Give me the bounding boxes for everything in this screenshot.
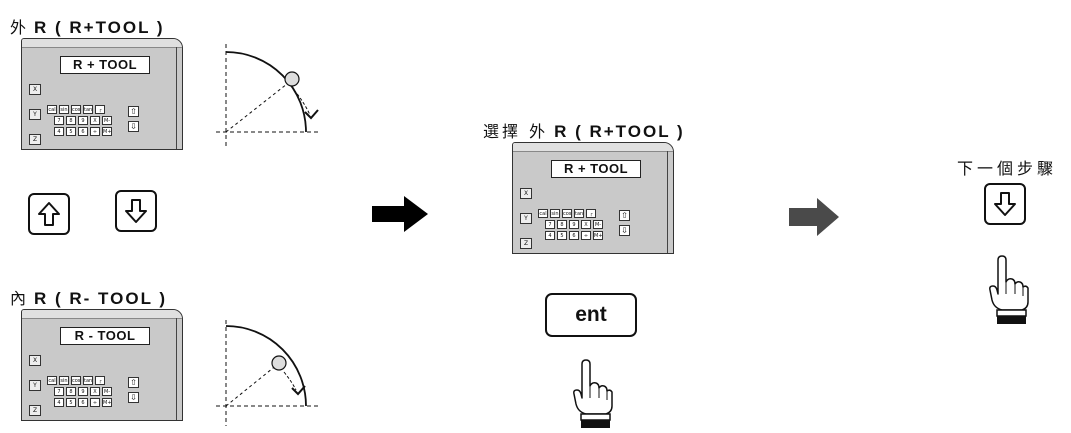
key: X xyxy=(90,116,100,125)
key: 5 xyxy=(66,398,76,407)
key: tan xyxy=(574,209,584,218)
axis-z-key: Z xyxy=(520,238,532,249)
down-arrow-icon: ⇩ xyxy=(128,392,139,403)
key: tan xyxy=(83,376,93,385)
pointing-hand-icon xyxy=(989,255,1029,324)
key: 9 xyxy=(78,116,88,125)
key: 6 xyxy=(569,231,579,240)
key: X xyxy=(581,220,591,229)
key: M- xyxy=(593,220,603,229)
direction-arrow-icon xyxy=(304,109,319,120)
key: M- xyxy=(102,387,112,396)
key-corner: ┌ xyxy=(95,376,105,385)
key: sin xyxy=(59,105,69,114)
key: 7 xyxy=(54,387,64,396)
direction-arrow-icon xyxy=(291,385,306,396)
pointing-hand-icon xyxy=(573,359,613,428)
tool-circle xyxy=(271,355,287,371)
key: 5 xyxy=(66,127,76,136)
key: 4 xyxy=(54,398,64,407)
select-label: 選擇 外 xyxy=(483,122,549,141)
down-arrow-button[interactable] xyxy=(984,183,1026,225)
key: 7 xyxy=(545,220,555,229)
key: 7 xyxy=(54,116,64,125)
console-display: R + TOOL xyxy=(60,56,150,74)
key: ÷ xyxy=(90,398,100,407)
up-arrow-icon: ⇧ xyxy=(128,106,139,117)
key: 9 xyxy=(78,387,88,396)
key-corner: ┌ xyxy=(586,209,596,218)
down-arrow-icon: ⇩ xyxy=(128,121,139,132)
key: M- xyxy=(102,116,112,125)
console-display: R + TOOL xyxy=(551,160,641,178)
down-arrow-icon xyxy=(994,192,1016,216)
flow-arrow-icon xyxy=(372,196,428,232)
inner-r-heading: 內 R ( R- TOOL ) xyxy=(10,285,167,309)
dro-console-select: R + TOOL X Y Z cal sin cos tan ┌ 7 8 9 X… xyxy=(512,142,674,254)
key: M+ xyxy=(102,127,112,136)
axis-z-key: Z xyxy=(29,405,41,416)
key: cos xyxy=(71,376,81,385)
outer-label: 外 xyxy=(10,18,29,37)
select-heading: 選擇 外 R ( R+TOOL ) xyxy=(483,118,685,142)
inner-arc-diagram xyxy=(216,320,318,426)
key: 6 xyxy=(78,127,88,136)
down-arrow-icon xyxy=(125,199,147,223)
flow-arrow-icon xyxy=(789,198,839,236)
key: 9 xyxy=(569,220,579,229)
keypad: cal sin cos tan ┌ 7 8 9 X M- 4 5 6 ÷ M+ xyxy=(47,376,119,409)
tool-circle xyxy=(284,71,300,87)
inner-label: 內 xyxy=(10,289,29,308)
key: M+ xyxy=(593,231,603,240)
key: cal xyxy=(538,209,548,218)
key: 8 xyxy=(66,116,76,125)
key: sin xyxy=(59,376,69,385)
axis-z-key: Z xyxy=(29,134,41,145)
axis-y-key: Y xyxy=(520,213,532,224)
axis-x-key: X xyxy=(29,84,41,95)
outer-r-heading: 外 R ( R+TOOL ) xyxy=(10,14,165,38)
dro-console-inner: R - TOOL X Y Z cal sin cos tan ┌ 7 8 9 X… xyxy=(21,309,183,421)
ent-button[interactable]: ent xyxy=(545,293,637,337)
key: cal xyxy=(47,376,57,385)
key: tan xyxy=(83,105,93,114)
key: X xyxy=(90,387,100,396)
key: M+ xyxy=(102,398,112,407)
key: cos xyxy=(562,209,572,218)
key: cos xyxy=(71,105,81,114)
key-corner: ┌ xyxy=(95,105,105,114)
up-arrow-icon: ⇧ xyxy=(619,210,630,221)
axis-x-key: X xyxy=(520,188,532,199)
up-arrow-icon: ⇧ xyxy=(128,377,139,388)
axis-x-key: X xyxy=(29,355,41,366)
key: 8 xyxy=(557,220,567,229)
up-arrow-icon xyxy=(38,202,60,226)
next-step-title: 下一個步驟 xyxy=(957,159,1058,178)
outer-arc-diagram xyxy=(216,44,319,148)
down-arrow-button[interactable] xyxy=(115,190,157,232)
key: 4 xyxy=(545,231,555,240)
up-arrow-button[interactable] xyxy=(28,193,70,235)
key: sin xyxy=(550,209,560,218)
inner-r-title: R ( R- TOOL ) xyxy=(34,289,168,308)
keypad: cal sin cos tan ┌ 7 8 9 X M- 4 5 6 ÷ M+ xyxy=(538,209,610,242)
key: 8 xyxy=(66,387,76,396)
key: 5 xyxy=(557,231,567,240)
keypad: cal sin cos tan ┌ 7 8 9 X M- 4 5 6 ÷ M+ xyxy=(47,105,119,138)
console-display: R - TOOL xyxy=(60,327,150,345)
key: cal xyxy=(47,105,57,114)
down-arrow-icon: ⇩ xyxy=(619,225,630,236)
axis-y-key: Y xyxy=(29,380,41,391)
key: ÷ xyxy=(90,127,100,136)
dro-console-outer: R + TOOL X Y Z cal sin cos tan ┌ 7 8 9 X… xyxy=(21,38,183,150)
key: ÷ xyxy=(581,231,591,240)
select-r-title: R ( R+TOOL ) xyxy=(554,122,685,141)
key: 6 xyxy=(78,398,88,407)
key: 4 xyxy=(54,127,64,136)
outer-r-title: R ( R+TOOL ) xyxy=(34,18,165,37)
axis-y-key: Y xyxy=(29,109,41,120)
